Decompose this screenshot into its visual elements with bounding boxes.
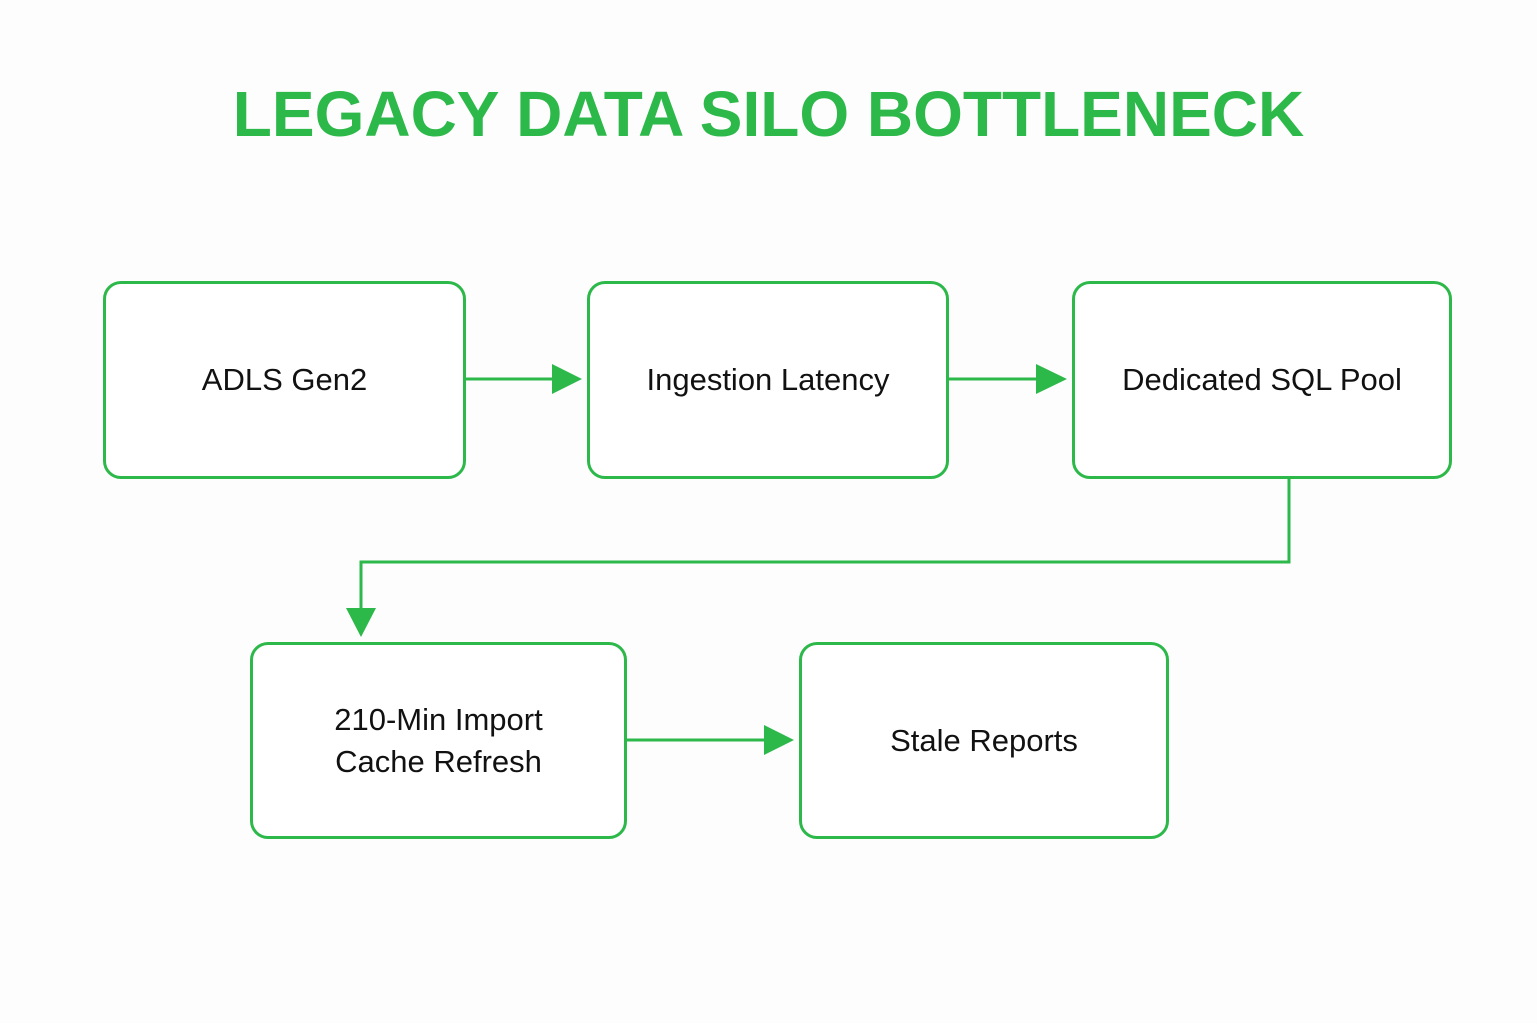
edge-sqlpool-to-import xyxy=(346,479,1291,637)
node-adls-gen2: ADLS Gen2 xyxy=(103,281,466,479)
node-label: Ingestion Latency xyxy=(646,362,890,397)
node-import-cache-refresh: 210-Min Import Cache Refresh xyxy=(250,642,627,839)
edge-ingestion-to-sqlpool xyxy=(949,364,1067,394)
node-label: ADLS Gen2 xyxy=(201,362,368,397)
node-label: Stale Reports xyxy=(890,722,1078,758)
edge-import-to-reports xyxy=(627,725,794,755)
diagram-title: LEGACY DATA SILO BOTTLENECK xyxy=(232,78,1305,150)
edge-adls-to-ingestion xyxy=(466,364,582,394)
node-label: 210-Min Import Cache Refresh xyxy=(334,701,543,779)
node-stale-reports: Stale Reports xyxy=(799,642,1169,839)
node-dedicated-sql-pool: Dedicated SQL Pool xyxy=(1072,281,1452,479)
node-ingestion-latency: Ingestion Latency xyxy=(587,281,949,479)
node-label: Dedicated SQL Pool xyxy=(1122,362,1402,397)
